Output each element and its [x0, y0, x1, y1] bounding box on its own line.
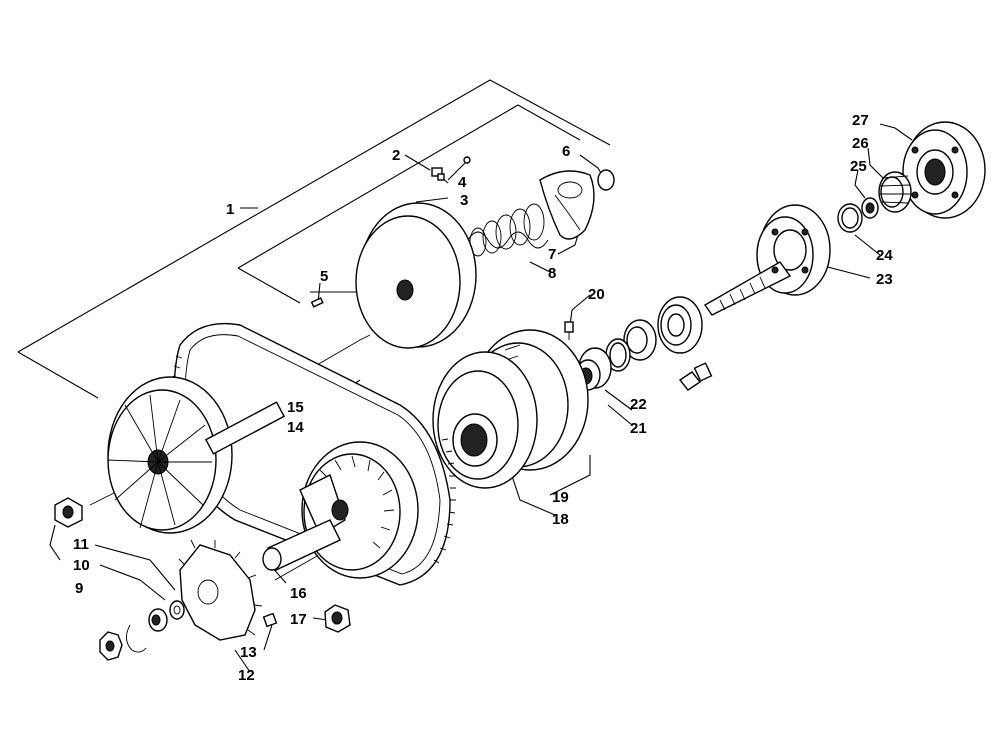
callout-17: 17 — [290, 611, 307, 628]
callout-5: 5 — [320, 268, 328, 285]
callout-12: 12 — [238, 667, 255, 684]
drive-gear — [99, 631, 123, 661]
part-11-washer — [169, 600, 185, 620]
part-8-spring — [467, 203, 549, 257]
callout-11: 11 — [73, 536, 89, 553]
part-27-clutch-housing — [902, 121, 986, 219]
bearing-large — [657, 296, 703, 354]
part-26-roller-bearing — [878, 171, 912, 213]
part-13-clip — [262, 612, 278, 628]
fixed-sheave — [107, 376, 286, 534]
part-23-drive-shaft — [703, 204, 831, 316]
callout-24: 24 — [876, 247, 893, 264]
callout-labels: 1 2 3 4 5 6 7 8 9 10 11 12 13 14 15 16 1… — [73, 112, 893, 684]
part-9-nut — [54, 497, 83, 528]
callout-27: 27 — [852, 112, 869, 129]
bearing-small — [623, 319, 657, 361]
callout-13: 13 — [240, 644, 257, 661]
part-6-snap-ring — [597, 169, 615, 191]
part-14-spider-assembly — [299, 441, 419, 579]
part-24-washer — [837, 203, 863, 233]
part-21-o-ring — [605, 338, 631, 372]
callout-7: 7 — [548, 246, 556, 263]
callout-8: 8 — [548, 265, 556, 282]
part-16-shaft — [262, 519, 341, 571]
callout-16: 16 — [290, 585, 307, 602]
part-3-clip — [431, 167, 445, 181]
part-19-sheave-face — [432, 351, 538, 489]
assembly-bracket-2 — [237, 104, 581, 304]
bolt-nut — [678, 362, 713, 391]
callout-1: 1 — [226, 201, 234, 218]
snap-ring — [126, 624, 147, 653]
part-25-spacer — [861, 197, 879, 219]
part-7-cam — [539, 170, 595, 240]
callout-6: 6 — [562, 143, 570, 160]
callout-2: 2 — [392, 147, 400, 164]
part-12-movable-sheave — [178, 539, 263, 641]
part-10-bushing — [148, 608, 168, 632]
part-2-movable-sheave — [355, 202, 477, 349]
callout-22: 22 — [630, 396, 647, 413]
callout-3: 3 — [460, 192, 468, 209]
callout-21: 21 — [630, 420, 647, 437]
part-4-screw — [463, 156, 471, 164]
callout-4: 4 — [458, 174, 467, 191]
assembly-bracket-1 — [17, 79, 611, 399]
callout-20: 20 — [588, 286, 605, 303]
part-17-nut — [324, 604, 351, 633]
callout-18: 18 — [552, 511, 569, 528]
callout-23: 23 — [876, 271, 893, 288]
callout-19: 19 — [552, 489, 569, 506]
callout-9: 9 — [75, 580, 83, 597]
callout-26: 26 — [852, 135, 869, 152]
callout-15: 15 — [287, 399, 304, 416]
part-5-pin — [310, 297, 324, 308]
callout-25: 25 — [850, 158, 867, 175]
part-20-screw — [564, 321, 574, 340]
callout-14: 14 — [287, 419, 304, 436]
callout-10: 10 — [73, 557, 90, 574]
